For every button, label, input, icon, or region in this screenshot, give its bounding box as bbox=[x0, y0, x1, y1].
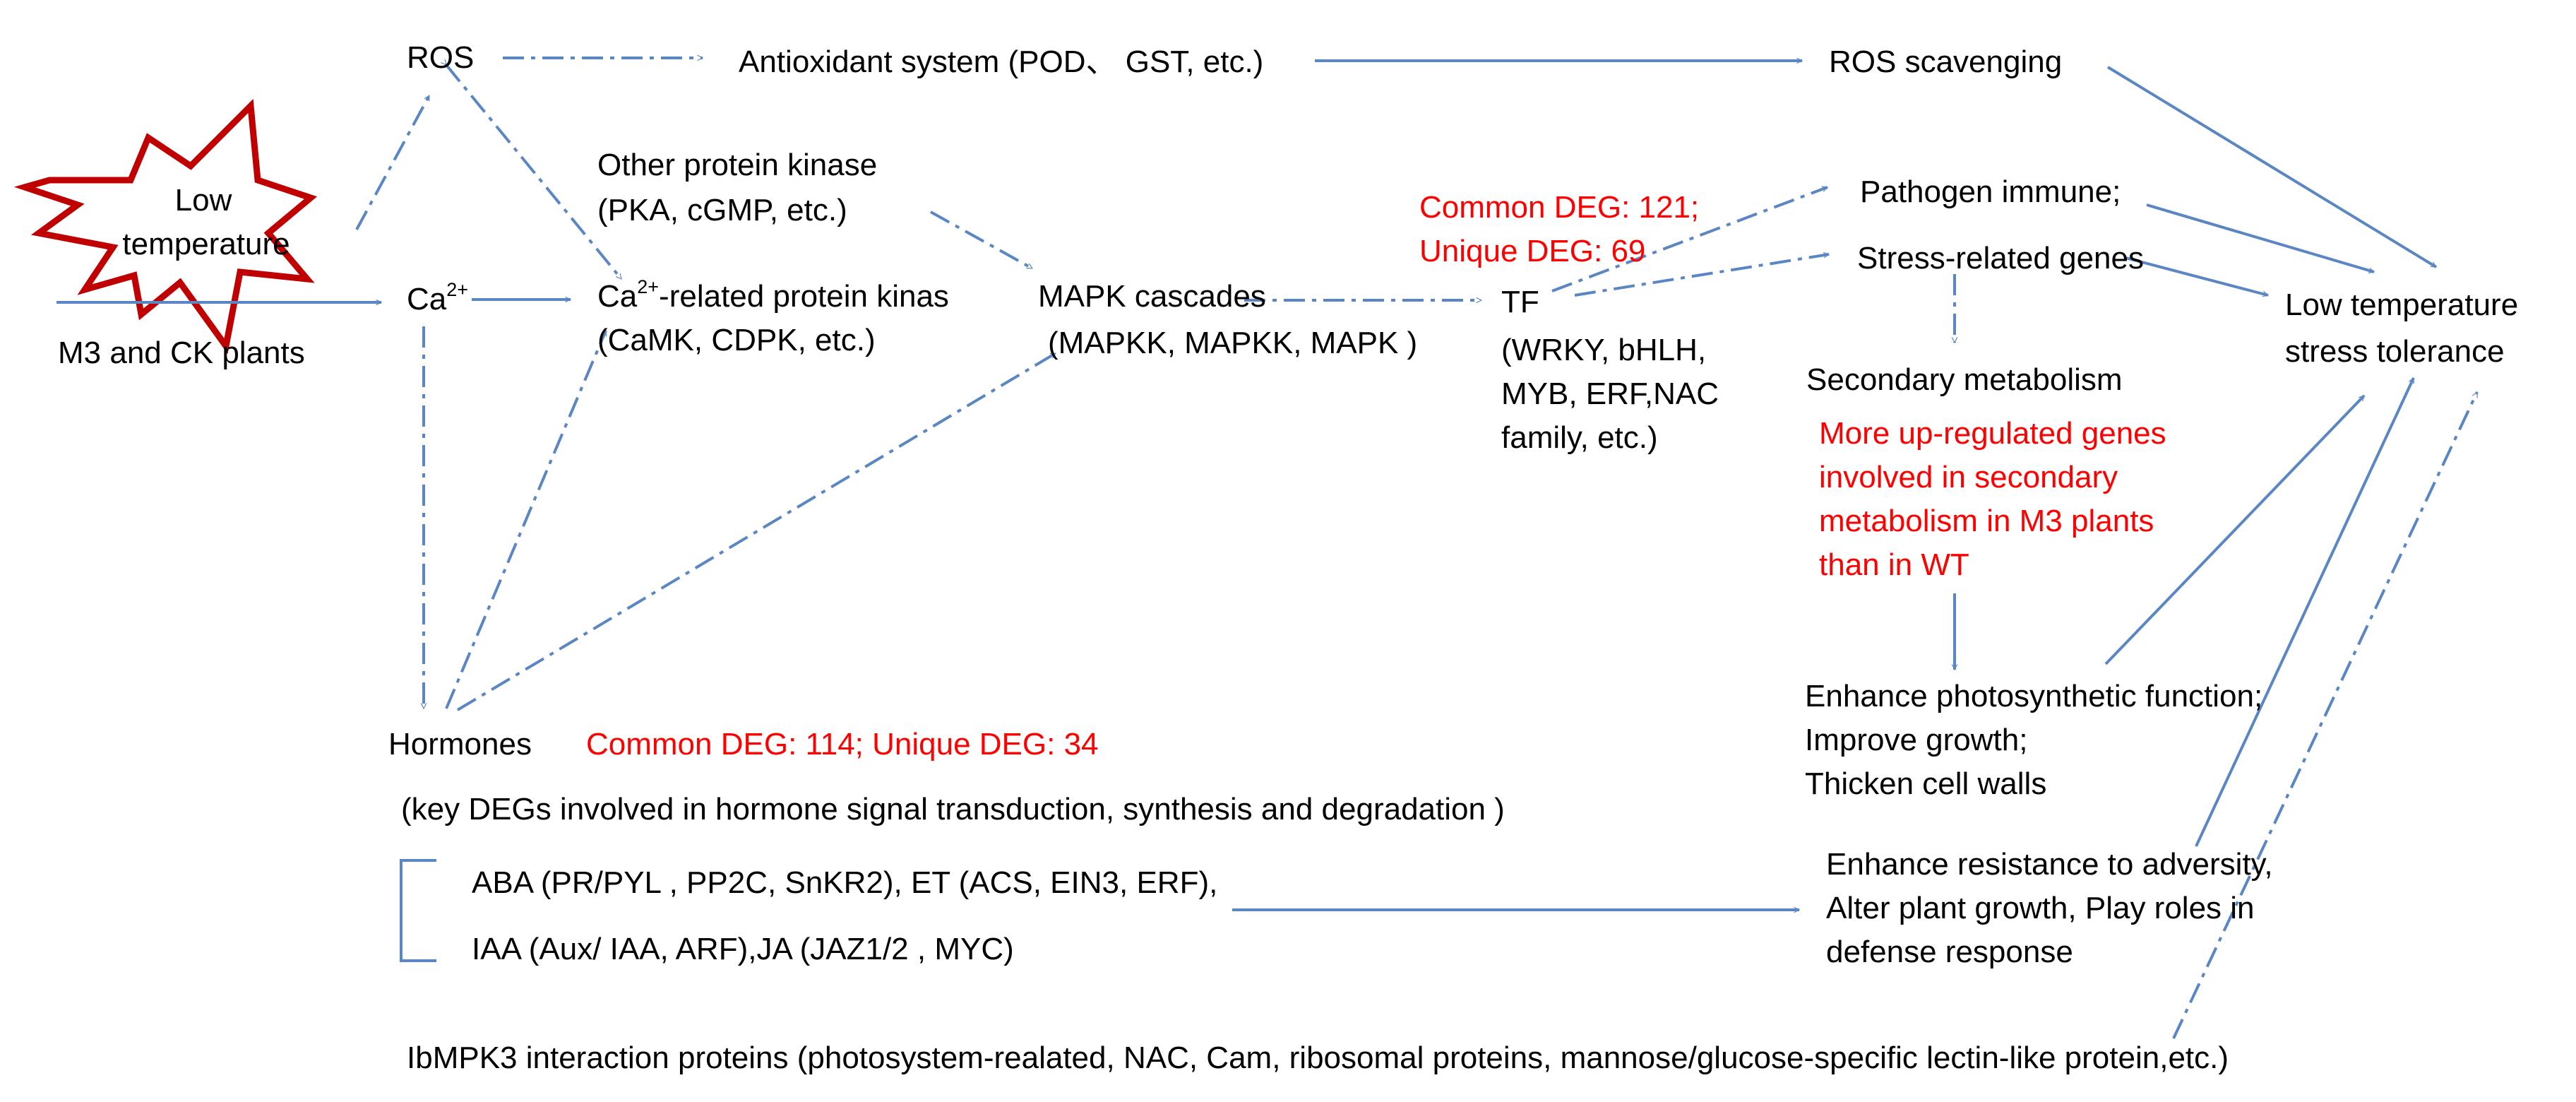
arrow-otherkinase-mapk bbox=[930, 211, 1032, 270]
secondary-note-line1: More up-regulated genes bbox=[1819, 416, 2166, 451]
antioxidant-system-label: Antioxidant system (POD、 GST, etc.) bbox=[739, 45, 1263, 79]
tolerance-label-line1: Low temperature bbox=[2285, 288, 2518, 322]
arrow-tf-stress bbox=[1574, 254, 1829, 297]
resistance-label-line2: Alter plant growth, Play roles in bbox=[1826, 891, 2255, 925]
secondary-note-line3: metabolism in M3 plants bbox=[1819, 504, 2154, 538]
enhance-label-line2: Improve growth; bbox=[1805, 723, 2027, 757]
ca-kinase-label-line2: (CaMK, CDPK, etc.) bbox=[597, 323, 876, 357]
hormones-label: Hormones bbox=[388, 727, 532, 762]
tf-family-label-line1: (WRKY, bHLH, bbox=[1501, 333, 1706, 367]
arrow-hormones-cakinase bbox=[445, 331, 607, 709]
tf-family-label-line2: MYB, ERF,NAC bbox=[1501, 377, 1719, 411]
enhance-label-line3: Thicken cell walls bbox=[1805, 766, 2046, 801]
hormone-list-line2: IAA (Aux/ IAA, ARF),JA (JAZ1/2 , MYC) bbox=[472, 932, 1014, 966]
low-temperature-star bbox=[13, 99, 318, 355]
tf-deg-label-line2: Unique DEG: 69 bbox=[1419, 234, 1645, 268]
tf-deg-label-line1: Common DEG: 121; bbox=[1419, 190, 1699, 225]
stress-genes-label: Stress-related genes bbox=[1857, 241, 2144, 276]
ros-scavenging-label: ROS scavenging bbox=[1829, 45, 2062, 79]
calcium-label: Ca2+ bbox=[407, 279, 468, 316]
resistance-label-line1: Enhance resistance to adversity, bbox=[1826, 847, 2273, 882]
resistance-label-line3: defense response bbox=[1826, 935, 2073, 969]
arrow-enhance-tolerance bbox=[2104, 394, 2366, 665]
arrow-scavenging-tolerance bbox=[2106, 66, 2436, 268]
interaction-proteins-label: IbMPK3 interaction proteins (photosystem… bbox=[407, 1041, 2229, 1075]
plants-label: M3 and CK plants bbox=[58, 336, 305, 370]
arrow-ros-cakinase bbox=[446, 65, 623, 280]
mapk-label-line1: MAPK cascades bbox=[1038, 279, 1266, 314]
arrow-tf-pathogen bbox=[1551, 186, 1827, 292]
tf-label: TF bbox=[1501, 285, 1539, 319]
secondary-note-line4: than in WT bbox=[1819, 547, 1969, 582]
other-kinase-label-line2: (PKA, cGMP, etc.) bbox=[597, 193, 847, 227]
hormone-bracket bbox=[400, 859, 436, 962]
low-temperature-label-line2: temperature bbox=[122, 227, 290, 261]
arrow-stress-tolerance bbox=[2125, 256, 2268, 295]
hormone-description: (key DEGs involved in hormone signal tra… bbox=[401, 792, 1505, 826]
mapk-label-line2: (MAPKK, MAPKK, MAPK ) bbox=[1048, 326, 1417, 360]
ca-kinase-label-line1: Ca2+-related protein kinas bbox=[597, 276, 949, 314]
tf-family-label-line3: family, etc.) bbox=[1501, 420, 1658, 455]
arrow-pathogen-tolerance bbox=[2146, 203, 2374, 272]
secondary-metabolism-label: Secondary metabolism bbox=[1806, 362, 2123, 397]
tolerance-label-line2: stress tolerance bbox=[2285, 334, 2505, 369]
low-temperature-label-line1: Low bbox=[175, 183, 232, 218]
hormone-list-line1: ABA (PR/PYL , PP2C, SnKR2), ET (ACS, EIN… bbox=[472, 865, 1217, 900]
enhance-label-line1: Enhance photosynthetic function; bbox=[1805, 679, 2262, 713]
hormones-deg-label: Common DEG: 114; Unique DEG: 34 bbox=[586, 727, 1099, 762]
ros-label: ROS bbox=[407, 40, 474, 75]
arrow-hormones-mapk bbox=[456, 352, 1056, 711]
secondary-note-line2: involved in secondary bbox=[1819, 460, 2118, 494]
pathogen-immune-label: Pathogen immune; bbox=[1860, 174, 2121, 209]
arrow-interaction-tolerance bbox=[2172, 392, 2479, 1039]
arrow-star-ros bbox=[355, 95, 431, 230]
arrow-resistance-tolerance bbox=[2195, 378, 2415, 847]
other-kinase-label-line1: Other protein kinase bbox=[597, 148, 877, 182]
